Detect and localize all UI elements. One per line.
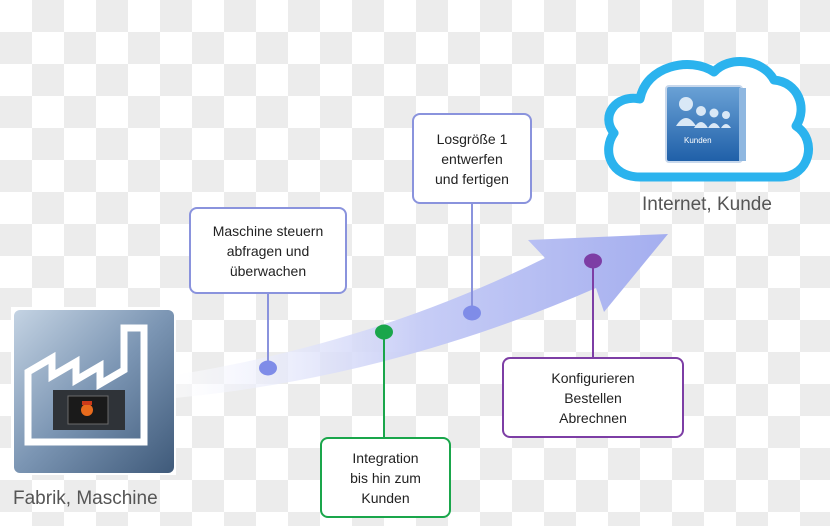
step-konfigurieren-box: Konfigurieren Bestellen Abrechnen (502, 357, 684, 438)
factory-icon (11, 307, 176, 475)
marker-integration (375, 324, 393, 340)
step-losgroesse-box: Losgröße 1 entwerfen und fertigen (412, 113, 532, 204)
marker-konfigurieren (584, 253, 602, 269)
cloud-app-label: Kunden (684, 136, 712, 145)
cloud-caption: Internet, Kunde (642, 194, 772, 215)
step-integration-box: Integration bis hin zum Kunden (320, 437, 451, 518)
step-maschine-box: Maschine steuern abfragen und überwachen (189, 207, 347, 294)
users-icon (665, 85, 746, 163)
process-arrow (175, 234, 668, 398)
marker-maschine (259, 360, 277, 376)
factory-caption: Fabrik, Maschine (13, 488, 158, 509)
marker-losgroesse (463, 305, 481, 321)
